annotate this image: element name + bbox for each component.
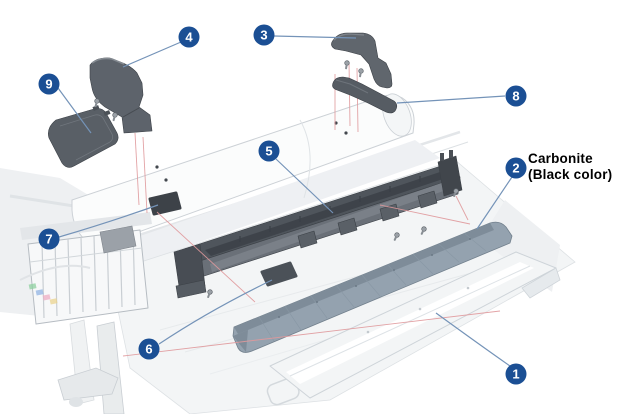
callouts: 1 2 3 4 5 6 7 8	[38, 24, 527, 385]
leader-line-5	[275, 158, 334, 214]
panel-ribs	[258, 232, 487, 342]
callout-number: 8	[512, 89, 519, 104]
part-1-back-panel	[269, 251, 561, 399]
leader-line-9	[57, 87, 92, 134]
callout-circle	[253, 24, 275, 46]
leader-lines	[57, 35, 513, 367]
callout-circle	[38, 73, 60, 95]
callout-number: 6	[145, 342, 152, 357]
callout-7: 7	[38, 228, 60, 250]
part-9-cover	[48, 105, 119, 168]
annotation-line-1: Carbonite	[528, 151, 593, 166]
callout-circle	[138, 338, 160, 360]
callout-3: 3	[253, 24, 275, 46]
callout-circle	[38, 228, 60, 250]
screw-icon	[92, 97, 101, 109]
leader-line-4	[122, 41, 182, 68]
callout-number: 1	[512, 367, 519, 382]
callout-circle	[505, 363, 527, 385]
callout-number: 3	[260, 28, 267, 43]
annotation-line-2: (Black color)	[528, 167, 612, 182]
part-7-bracket	[148, 191, 182, 216]
leader-line-8	[396, 95, 506, 104]
callout-circle	[258, 140, 280, 162]
callout-5: 5	[258, 140, 280, 162]
callout-circle	[505, 85, 527, 107]
part-4-cover	[89, 57, 153, 134]
leader-line-3	[273, 35, 357, 39]
carbonite-annotation: Carbonite (Black color)	[528, 151, 612, 182]
bar-ribs	[239, 176, 421, 242]
ink-supplies	[28, 283, 58, 305]
callout-4: 4	[178, 26, 200, 48]
screw-icon	[357, 67, 365, 79]
callout-circle	[505, 157, 527, 179]
callout-1: 1	[505, 363, 527, 385]
leader-line-6	[158, 279, 273, 345]
callout-8: 8	[505, 85, 527, 107]
callout-number: 9	[45, 77, 52, 92]
part-2-carbonite-panel	[232, 221, 513, 353]
part-3-cover	[331, 32, 393, 89]
callout-9: 9	[38, 73, 60, 95]
screw-icon	[110, 111, 119, 123]
callout-6: 6	[138, 338, 160, 360]
leader-line-1	[435, 312, 511, 367]
part-5-platen-bar	[173, 150, 463, 299]
callout-number: 4	[185, 30, 193, 45]
part-8-cover	[332, 76, 398, 114]
callout-2: 2	[505, 157, 527, 179]
callout-number: 2	[512, 161, 519, 176]
leader-line-7	[58, 204, 159, 238]
leader-line-2	[476, 176, 513, 230]
panel-screw-holes	[278, 238, 471, 318]
callout-number: 7	[45, 232, 52, 247]
part-6-pad	[260, 261, 298, 287]
callout-circle	[178, 26, 200, 48]
stand-legs	[57, 319, 125, 414]
callout-number: 5	[265, 144, 272, 159]
